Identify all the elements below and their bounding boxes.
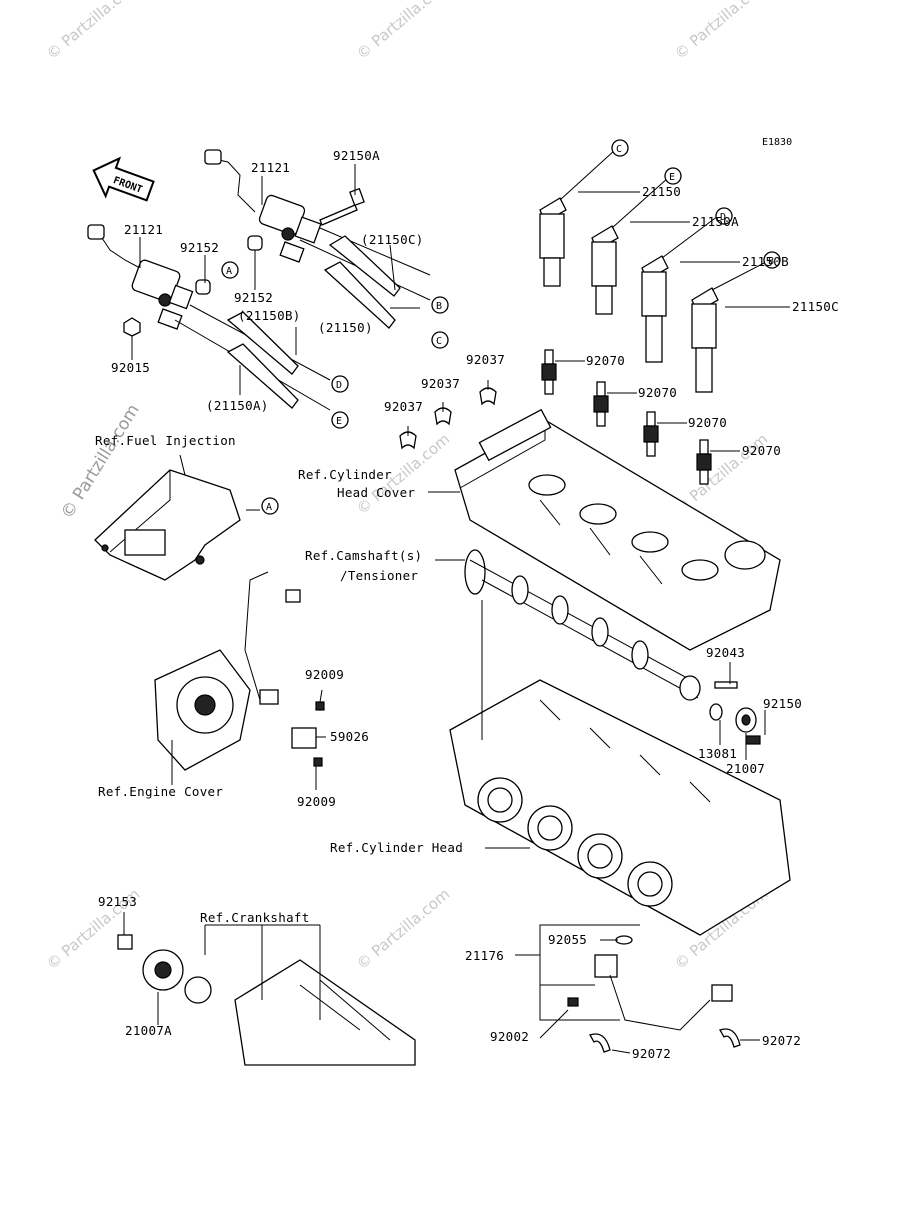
camshaft — [464, 549, 738, 701]
ref-fuel-injection: Ref.Fuel Injection — [95, 433, 236, 448]
circle-letter-a: A — [226, 266, 232, 277]
spark-plugs — [541, 349, 712, 485]
part-label-92037: 92037 — [466, 352, 505, 367]
circle-letter-e: E — [669, 172, 675, 183]
part-label-21150C-paren: (21150C) — [361, 232, 424, 247]
fuel-injection-bracket — [94, 469, 241, 581]
cylinder-head — [449, 679, 791, 936]
part-label-92070: 92070 — [742, 443, 781, 458]
part-label-92015: 92015 — [111, 360, 150, 375]
part-label-21150B: 21150B — [742, 254, 789, 269]
plug-lead-21150B — [641, 215, 719, 363]
part-label-21007: 21007 — [726, 761, 765, 776]
ref-camshaft-line2: /Tensioner — [340, 568, 418, 583]
plug-caps — [226, 235, 401, 409]
part-label-21150: 21150 — [642, 184, 681, 199]
spark-plug-4 — [696, 439, 712, 485]
watermark: © Partzilla.com — [671, 0, 771, 63]
ref-cylinder-head-cover-line1: Ref.Cylinder — [298, 467, 392, 482]
part-label-21150A: 21150A — [692, 214, 739, 229]
plug-lead-21150 — [539, 149, 616, 287]
circle-letter-b: B — [436, 301, 442, 312]
plug-lead-21150A — [591, 177, 669, 315]
part-label-92002: 92002 — [490, 1029, 529, 1044]
part-label-21150B-paren: (21150B) — [238, 308, 301, 323]
circle-letter-d: D — [720, 212, 726, 223]
part-label-92037: 92037 — [421, 376, 460, 391]
part-label-92072-left: 92072 — [632, 1046, 671, 1061]
engine-cover-assembly — [154, 571, 325, 771]
circle-letters: A B C D E A C E D B — [221, 139, 781, 515]
circle-letter-c: C — [616, 144, 622, 155]
bolt-92150A — [319, 187, 365, 226]
part-label-92070: 92070 — [638, 385, 677, 400]
watermark-side: © Partzilla.com — [57, 401, 143, 523]
circle-letter-d: D — [336, 380, 342, 391]
part-label-21007A: 21007A — [125, 1023, 172, 1038]
part-label-92043: 92043 — [706, 645, 745, 660]
part-label-92055: 92055 — [548, 932, 587, 947]
circle-letter-e: E — [336, 416, 342, 427]
collar-92152-lower — [195, 279, 211, 295]
part-label-92070: 92070 — [586, 353, 625, 368]
ref-cylinder-head: Ref.Cylinder Head — [330, 840, 463, 855]
part-label-92009-bottom: 92009 — [297, 794, 336, 809]
reference-labels: Ref.Fuel Injection Ref.Cylinder Head Cov… — [95, 433, 463, 925]
ignition-coil-lower — [87, 224, 331, 411]
leader-lines — [123, 164, 790, 1054]
clamps-92037 — [399, 387, 497, 450]
spark-plug-2 — [593, 381, 609, 427]
part-label-92152-upper: 92152 — [180, 240, 219, 255]
ref-crankshaft: Ref.Crankshaft — [200, 910, 310, 925]
circle-letter-a: A — [266, 502, 272, 513]
part-label-92150A: 92150A — [333, 148, 380, 163]
part-label-92009-top: 92009 — [305, 667, 344, 682]
collar-92152-upper — [247, 235, 263, 251]
bolt-92150 — [745, 735, 761, 745]
part-label-92072-right: 92072 — [762, 1033, 801, 1048]
ref-cylinder-head-cover-line2: Head Cover — [337, 485, 415, 500]
part-label-13081: 13081 — [698, 746, 737, 761]
part-label-92152-lower: 92152 — [234, 290, 273, 305]
watermark: © Partzilla.com — [353, 0, 453, 63]
plug-lead-21150C — [691, 261, 767, 393]
ref-camshaft-line1: Ref.Camshaft(s) — [305, 548, 422, 563]
part-label-21150-paren: (21150) — [318, 320, 373, 335]
watermark: © Partzilla.com — [43, 0, 143, 63]
spark-plug-3 — [643, 411, 659, 457]
circle-letter-b: B — [768, 256, 774, 267]
part-label-21150A-paren: (21150A) — [206, 398, 269, 413]
nut-92015 — [123, 317, 141, 337]
part-label-21176: 21176 — [465, 948, 504, 963]
ignition-coil-upper — [204, 149, 431, 301]
part-label-21150C: 21150C — [792, 299, 839, 314]
circle-letter-c: C — [436, 336, 442, 347]
watermark: © Partzilla.com — [353, 885, 453, 973]
part-label-92150: 92150 — [763, 696, 802, 711]
part-label-92153: 92153 — [98, 894, 137, 909]
front-arrow-icon: FRONT — [92, 156, 155, 202]
rotor-21007 — [735, 707, 757, 733]
part-number-labels: 21121 92150A 21121 92152 92152 (21150C) … — [98, 148, 839, 1061]
sensor-21176 — [567, 935, 741, 1053]
part-label-59026: 59026 — [330, 729, 369, 744]
part-label-21121-upper: 21121 — [251, 160, 290, 175]
diagram-code: E1830 — [762, 137, 792, 148]
crankshaft — [117, 934, 416, 1066]
cylinder-head-cover — [454, 408, 781, 651]
part-label-21121-lower: 21121 — [124, 222, 163, 237]
part-label-92070: 92070 — [688, 415, 727, 430]
part-label-92037: 92037 — [384, 399, 423, 414]
ref-engine-cover: Ref.Engine Cover — [98, 784, 223, 799]
spark-plug-1 — [541, 349, 557, 395]
seal-13081 — [709, 703, 723, 721]
